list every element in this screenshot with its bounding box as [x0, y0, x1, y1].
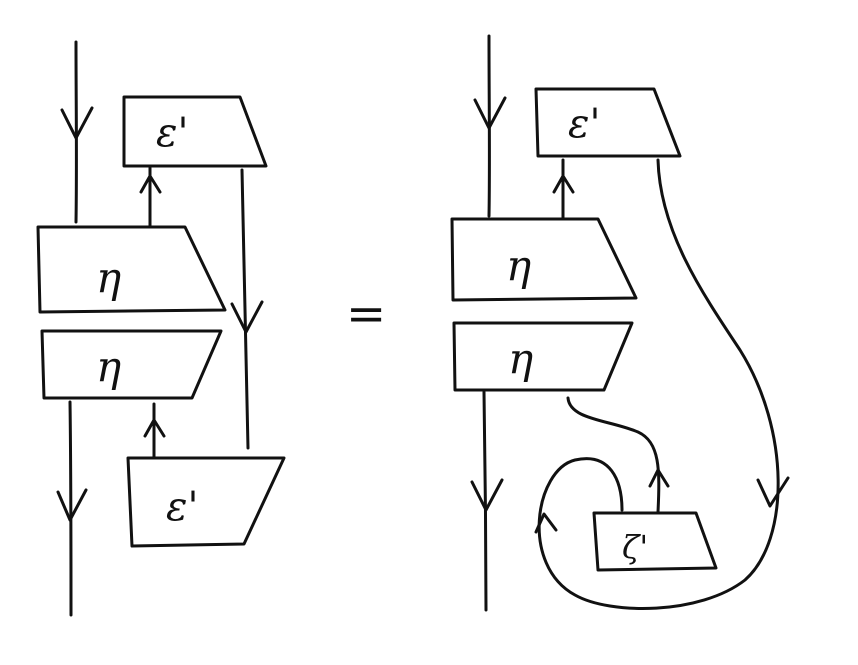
left-strand-bottom [68, 400, 73, 617]
right-long-strand [240, 168, 250, 450]
equals-sign: = [346, 286, 386, 342]
left-lower-eta-label: η [96, 342, 121, 391]
right-zeta-label: ζ' [622, 528, 648, 566]
left-lower-eta-box [40, 329, 223, 400]
arrow-down-icon [230, 300, 264, 334]
left-diagram: ε' η η ε' [36, 40, 286, 617]
right-top-epsilon-label: ε' [568, 101, 600, 147]
right-diagram: ε' η η ζ' [450, 34, 790, 612]
arrow-up-icon [143, 418, 166, 438]
right-lower-eta-box [452, 321, 634, 392]
left-upper-eta-box [36, 225, 227, 314]
arrow-down-icon [470, 478, 504, 512]
left-upper-eta-label: η [96, 253, 121, 302]
left-top-epsilon-box [122, 95, 268, 168]
right-zeta-box [592, 511, 718, 572]
right-upper-eta-box [450, 217, 638, 302]
left-top-epsilon-label: ε' [156, 110, 188, 156]
big-loop-strand [537, 158, 780, 611]
left-bottom-epsilon-label: ε' [166, 484, 198, 530]
arrow-down-icon [756, 476, 790, 508]
arrow-up-icon [648, 468, 670, 488]
arrow-up-icon [534, 512, 558, 534]
arrow-down-icon [473, 96, 507, 130]
arrow-down-icon [56, 488, 88, 522]
right-lower-eta-label: η [508, 334, 533, 383]
right-top-epsilon-box [534, 87, 682, 158]
strand-eta-to-zeta [566, 396, 661, 514]
arrow-up-icon [552, 174, 575, 194]
right-upper-eta-label: η [506, 241, 531, 290]
left-bottom-epsilon-box [126, 456, 286, 548]
arrow-up-icon [139, 174, 162, 194]
right-left-strand-bottom [482, 390, 488, 612]
arrow-down-icon [60, 106, 94, 140]
